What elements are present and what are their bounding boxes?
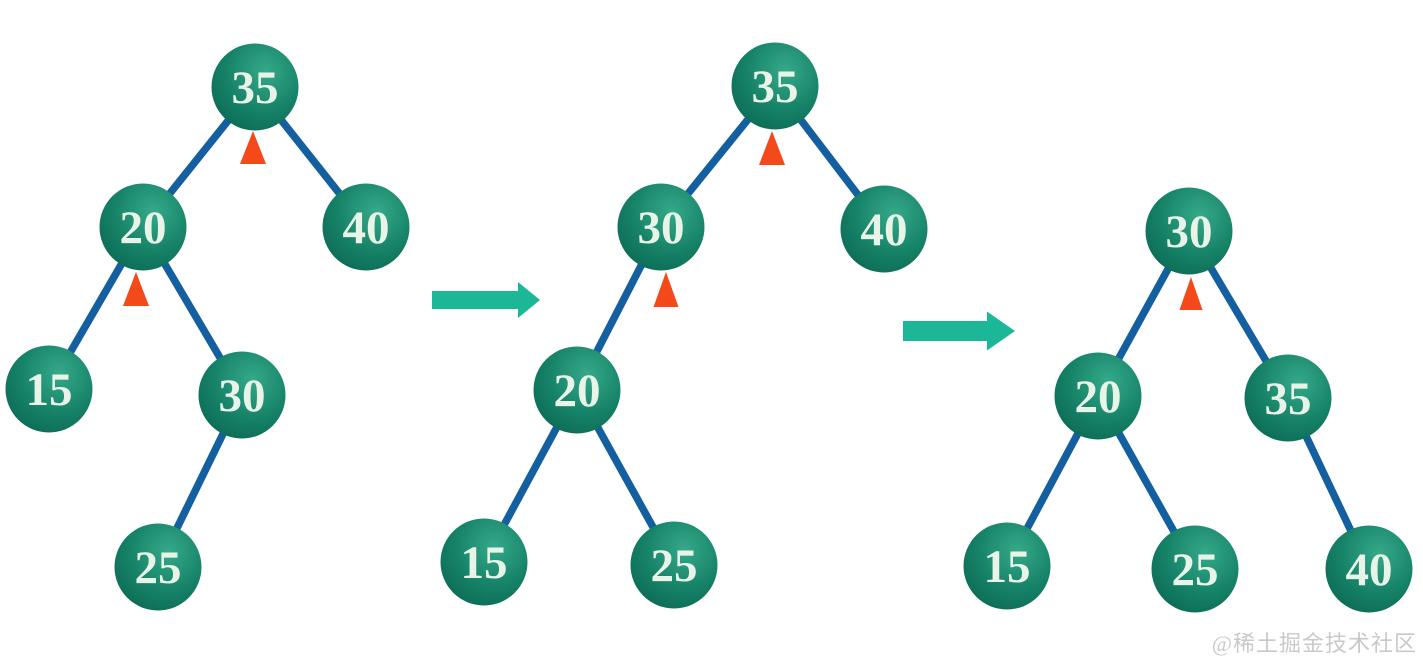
node-circle bbox=[630, 521, 718, 609]
node-circle bbox=[1151, 525, 1239, 613]
node-circle bbox=[322, 183, 410, 271]
triangle-up-marker-icon bbox=[240, 131, 266, 164]
node-circle bbox=[617, 183, 705, 271]
node-circle bbox=[1244, 354, 1332, 442]
node-circle bbox=[114, 523, 202, 611]
tree-node: 15 bbox=[963, 522, 1051, 610]
tree-node: 25 bbox=[1151, 525, 1239, 613]
tree-node: 15 bbox=[5, 345, 93, 433]
tree-node: 25 bbox=[114, 523, 202, 611]
node-label: 35 bbox=[232, 62, 279, 114]
node-label: 40 bbox=[861, 204, 908, 256]
tree-step-1: 35 20 40 15 30 25 bbox=[5, 43, 410, 611]
watermark: @稀土掘金技术社区 bbox=[1211, 631, 1417, 656]
node-circle bbox=[1054, 352, 1142, 440]
node-label: 35 bbox=[1265, 373, 1312, 425]
node-circle bbox=[99, 183, 187, 271]
node-label: 20 bbox=[1075, 371, 1122, 423]
tree-node: 35 bbox=[211, 43, 299, 131]
node-circle bbox=[5, 345, 93, 433]
tree-node: 30 bbox=[198, 351, 286, 439]
tree-node: 15 bbox=[440, 518, 528, 606]
node-circle bbox=[963, 522, 1051, 610]
node-label: 35 bbox=[752, 61, 799, 113]
node-circle bbox=[211, 43, 299, 131]
node-circle bbox=[440, 518, 528, 606]
tree-step-3: 30 20 35 15 25 40 bbox=[963, 187, 1413, 613]
tree-node: 35 bbox=[1244, 354, 1332, 442]
triangle-up-marker-icon bbox=[759, 131, 785, 165]
node-label: 15 bbox=[461, 537, 508, 589]
node-label: 30 bbox=[219, 370, 266, 422]
node-label: 25 bbox=[1172, 544, 1219, 596]
node-label: 30 bbox=[638, 202, 685, 254]
node-circle bbox=[198, 351, 286, 439]
tree-node: 40 bbox=[322, 183, 410, 271]
tree-node: 25 bbox=[630, 521, 718, 609]
node-label: 15 bbox=[984, 541, 1031, 593]
tree-node: 35 bbox=[731, 42, 819, 130]
node-circle bbox=[1325, 525, 1413, 613]
tree-node: 30 bbox=[1145, 187, 1233, 275]
tree-node: 40 bbox=[840, 185, 928, 273]
tree-node: 40 bbox=[1325, 525, 1413, 613]
node-label: 20 bbox=[554, 365, 601, 417]
triangle-up-marker-icon bbox=[1179, 277, 1203, 310]
node-label: 40 bbox=[343, 202, 390, 254]
node-circle bbox=[533, 346, 621, 434]
node-label: 15 bbox=[26, 364, 73, 416]
node-label: 40 bbox=[1346, 544, 1393, 596]
right-arrow-icon bbox=[903, 311, 1015, 351]
right-arrow-icon bbox=[432, 282, 540, 318]
node-label: 25 bbox=[135, 542, 182, 594]
triangle-up-marker-icon bbox=[123, 272, 149, 306]
tree-node: 30 bbox=[617, 183, 705, 271]
tree-node: 20 bbox=[533, 346, 621, 434]
node-circle bbox=[731, 42, 819, 130]
tree-step-2: 35 30 40 20 15 25 bbox=[440, 42, 928, 609]
triangle-up-marker-icon bbox=[653, 272, 679, 307]
node-label: 30 bbox=[1166, 206, 1213, 258]
node-circle bbox=[1145, 187, 1233, 275]
tree-node: 20 bbox=[99, 183, 187, 271]
node-label: 20 bbox=[120, 202, 167, 254]
node-circle bbox=[840, 185, 928, 273]
tree-node: 20 bbox=[1054, 352, 1142, 440]
node-label: 25 bbox=[651, 540, 698, 592]
